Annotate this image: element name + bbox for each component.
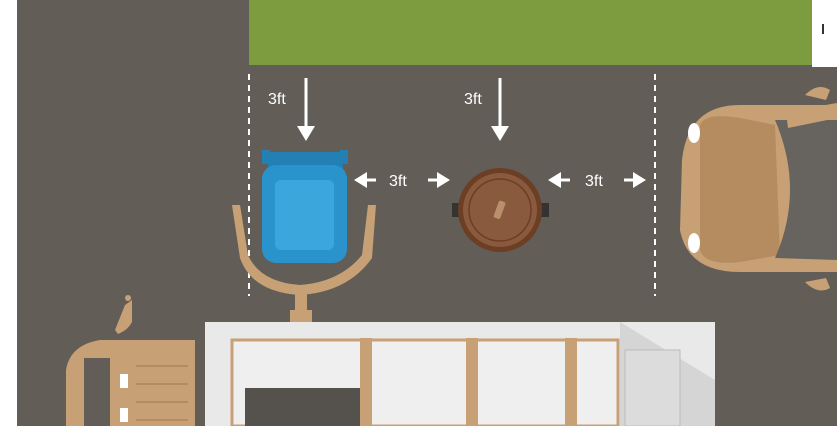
- recycling-cart-icon: [262, 150, 348, 263]
- cart-bin-spacing-label: 3ft: [389, 173, 407, 190]
- garbage-truck-icon: [205, 322, 715, 426]
- corner-panel: [812, 0, 837, 67]
- bin-car-spacing-label: 3ft: [585, 173, 603, 190]
- corner-mark: [822, 24, 824, 34]
- left-down-label: 3ft: [268, 91, 286, 108]
- car-icon: [680, 87, 837, 290]
- grass-strip: [249, 0, 812, 65]
- center-down-label: 3ft: [464, 91, 482, 108]
